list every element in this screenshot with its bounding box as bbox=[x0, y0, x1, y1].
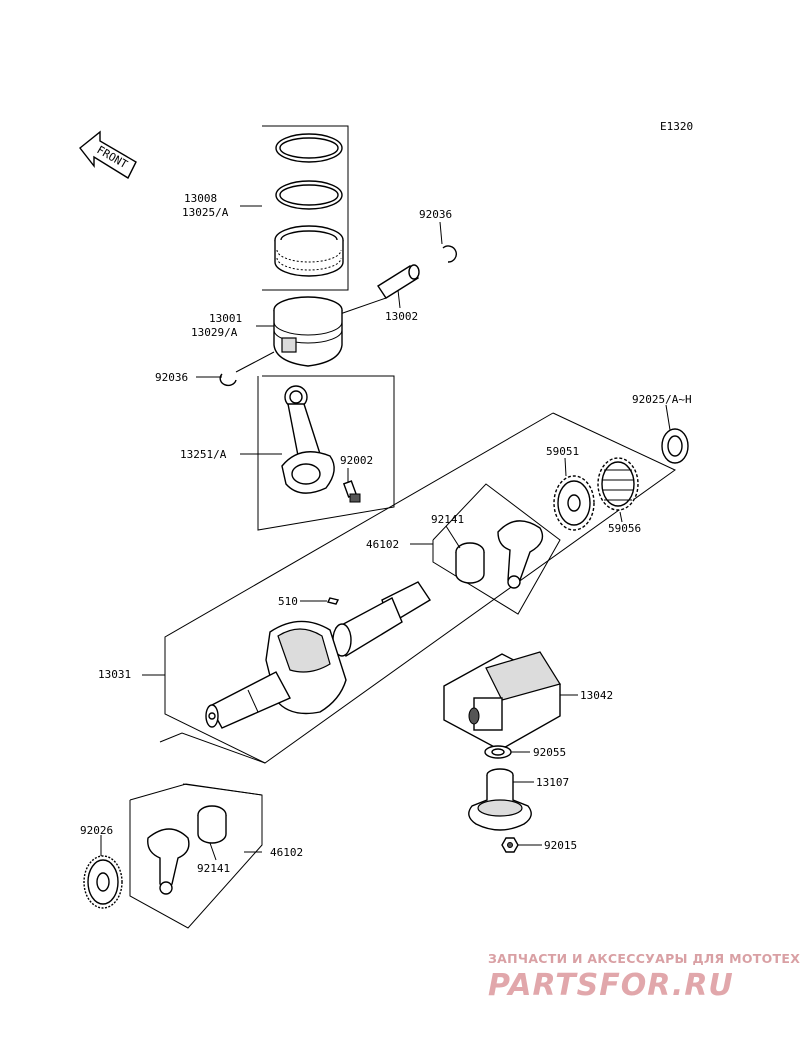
watermark-tagline: ЗАПЧАСТИ И АКСЕССУАРЫ ДЛЯ МОТОТЕХНИКИ bbox=[488, 951, 800, 966]
part-92055: 92055 bbox=[533, 746, 566, 759]
front-arrow-icon: FRONT bbox=[79, 130, 137, 179]
crankshaft-box bbox=[164, 412, 676, 764]
part-46102-bottom: 46102 bbox=[270, 846, 303, 859]
watermark: ЗАПЧАСТИ И АКСЕССУАРЫ ДЛЯ МОТОТЕХНИКИ PA… bbox=[488, 951, 800, 1003]
part-13251: 13251/A bbox=[180, 448, 227, 461]
part-92015: 92015 bbox=[544, 839, 577, 852]
part-92036-left: 92036 bbox=[155, 371, 188, 384]
part-13008: 13008 bbox=[184, 192, 217, 205]
part-13025: 13025/A bbox=[182, 206, 229, 219]
key-icon bbox=[326, 597, 340, 605]
part-13031: 13031 bbox=[98, 668, 131, 681]
crankshaft bbox=[205, 581, 431, 729]
gear-92026-icon bbox=[83, 835, 123, 909]
part-92026: 92026 bbox=[80, 824, 113, 837]
balancer-rod-top bbox=[410, 483, 561, 615]
diagram-code: E1320 bbox=[660, 120, 693, 133]
part-92141-top: 92141 bbox=[431, 513, 464, 526]
part-13029: 13029/A bbox=[191, 326, 238, 339]
nut-icon bbox=[501, 837, 542, 853]
part-13042: 13042 bbox=[580, 689, 613, 702]
shim-washer-icon bbox=[661, 404, 689, 464]
part-13001: 13001 bbox=[209, 312, 242, 325]
leader-line bbox=[159, 732, 266, 764]
part-510: 510 bbox=[278, 595, 298, 608]
piston-rings bbox=[240, 125, 349, 291]
part-13002: 13002 bbox=[385, 310, 418, 323]
gear-59051-icon bbox=[553, 457, 595, 531]
part-46102-top: 46102 bbox=[366, 538, 399, 551]
circlip-icon bbox=[442, 245, 457, 263]
piston-pin bbox=[339, 264, 420, 315]
circlip-left-icon bbox=[219, 373, 237, 387]
balancer-shaft bbox=[468, 768, 534, 831]
part-59056: 59056 bbox=[608, 522, 641, 535]
part-59051: 59051 bbox=[546, 445, 579, 458]
watermark-logo: PARTSFOR.RU bbox=[488, 968, 734, 1003]
balancer-rod-bottom bbox=[129, 783, 263, 929]
piston bbox=[256, 296, 343, 367]
part-92141-bottom: 92141 bbox=[197, 862, 230, 875]
part-13107: 13107 bbox=[536, 776, 569, 789]
part-92025: 92025/A~H bbox=[632, 393, 692, 406]
washer-92055-icon bbox=[484, 745, 530, 759]
balancer-weight bbox=[443, 651, 578, 751]
connecting-rod-assembly bbox=[240, 375, 395, 531]
part-92036-top: 92036 bbox=[419, 208, 452, 221]
gear-59056-icon bbox=[597, 457, 639, 523]
part-92002: 92002 bbox=[340, 454, 373, 467]
